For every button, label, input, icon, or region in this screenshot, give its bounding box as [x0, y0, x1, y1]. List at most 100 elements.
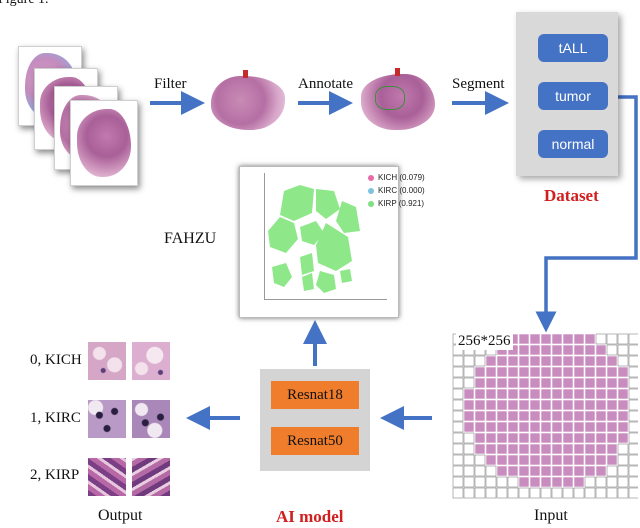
input-tile — [507, 432, 519, 444]
input-tile — [617, 476, 629, 488]
input-tile — [485, 454, 497, 466]
input-tile — [606, 454, 618, 466]
input-tile — [606, 421, 618, 433]
input-tile — [463, 476, 475, 488]
input-tile — [474, 421, 486, 433]
model-resnat18[interactable]: Resnat18 — [271, 381, 359, 409]
input-tile — [573, 399, 585, 411]
model-resnat50[interactable]: Resnat50 — [271, 427, 359, 455]
input-tile — [551, 487, 563, 499]
input-tile — [595, 355, 607, 367]
input-tile — [617, 443, 629, 455]
input-tile — [540, 410, 552, 422]
input-tile — [507, 355, 519, 367]
input-tile — [573, 421, 585, 433]
input-tile — [507, 487, 519, 499]
annotate-label: Annotate — [298, 76, 353, 92]
input-tile — [562, 366, 574, 378]
input-tile — [584, 355, 596, 367]
input-tile — [540, 454, 552, 466]
input-tile — [452, 454, 464, 466]
input-tile — [595, 476, 607, 488]
input-tile — [573, 443, 585, 455]
input-tile — [474, 377, 486, 389]
input-tile — [595, 377, 607, 389]
filtered-slide-image — [207, 70, 291, 136]
dataset-item-tall[interactable]: tALL — [538, 34, 608, 62]
input-tile — [628, 366, 638, 378]
input-tile — [617, 421, 629, 433]
input-tile — [463, 465, 475, 477]
kirc-patch-1 — [88, 400, 126, 438]
output-class-kirp: 2, KIRP — [30, 467, 80, 483]
kirp-patch-1 — [88, 458, 126, 496]
arrow-dataset-input — [535, 95, 638, 333]
input-tile — [496, 465, 508, 477]
input-tile — [507, 344, 519, 356]
input-tile — [496, 454, 508, 466]
input-tile — [518, 377, 530, 389]
input-tile — [518, 410, 530, 422]
input-tile — [540, 399, 552, 411]
input-tile — [617, 487, 629, 499]
input-tile — [540, 377, 552, 389]
result-plot: KICH (0.079) KIRC (0.000) KIRP (0.921) — [239, 166, 425, 318]
input-tile — [540, 388, 552, 400]
input-tile — [452, 432, 464, 444]
input-tile — [496, 366, 508, 378]
input-tile — [496, 410, 508, 422]
input-tile — [496, 388, 508, 400]
input-tile — [540, 355, 552, 367]
input-tile — [463, 454, 475, 466]
input-tile — [573, 333, 585, 345]
input-tile — [562, 454, 574, 466]
input-tile — [617, 399, 629, 411]
dataset-item-normal[interactable]: normal — [538, 130, 608, 158]
input-tile — [452, 465, 464, 477]
legend-dot — [368, 200, 374, 207]
input-tile — [551, 399, 563, 411]
input-tile — [606, 344, 618, 356]
legend-item-kirp: KIRP (0.921) — [368, 199, 424, 208]
input-tile — [562, 443, 574, 455]
input-tile — [606, 465, 618, 477]
input-tile-grid — [452, 333, 638, 501]
input-tile — [529, 399, 541, 411]
input-tile — [540, 333, 552, 345]
input-tile — [628, 410, 638, 422]
input-tile — [595, 454, 607, 466]
input-tile — [584, 476, 596, 488]
input-tile — [518, 333, 530, 345]
input-tile — [562, 487, 574, 499]
input-tile — [595, 399, 607, 411]
input-tile — [540, 344, 552, 356]
input-tile — [529, 443, 541, 455]
input-tile — [551, 355, 563, 367]
dataset-panel: tALL tumor normal — [516, 12, 618, 176]
input-tile — [551, 432, 563, 444]
fahzu-label: FAHZU — [164, 230, 217, 247]
input-tile — [529, 377, 541, 389]
input-tile — [617, 454, 629, 466]
input-tile — [573, 476, 585, 488]
input-tile — [573, 465, 585, 477]
figure-label: Figure 1. — [0, 0, 49, 8]
input-tile — [573, 432, 585, 444]
segment-label: Segment — [452, 76, 505, 92]
input-tile — [584, 443, 596, 455]
input-tile — [540, 366, 552, 378]
input-tile — [474, 465, 486, 477]
input-tile — [474, 399, 486, 411]
dataset-item-tumor[interactable]: tumor — [538, 82, 608, 110]
input-tile — [518, 487, 530, 499]
input-tile — [474, 487, 486, 499]
input-tile — [463, 410, 475, 422]
input-tile — [562, 476, 574, 488]
input-tile — [595, 421, 607, 433]
input-tile — [507, 421, 519, 433]
input-tile — [628, 377, 638, 389]
input-tile — [628, 443, 638, 455]
dataset-title: Dataset — [544, 186, 599, 205]
ai-model-panel: Resnat18 Resnat50 — [260, 369, 370, 471]
input-tile — [485, 366, 497, 378]
